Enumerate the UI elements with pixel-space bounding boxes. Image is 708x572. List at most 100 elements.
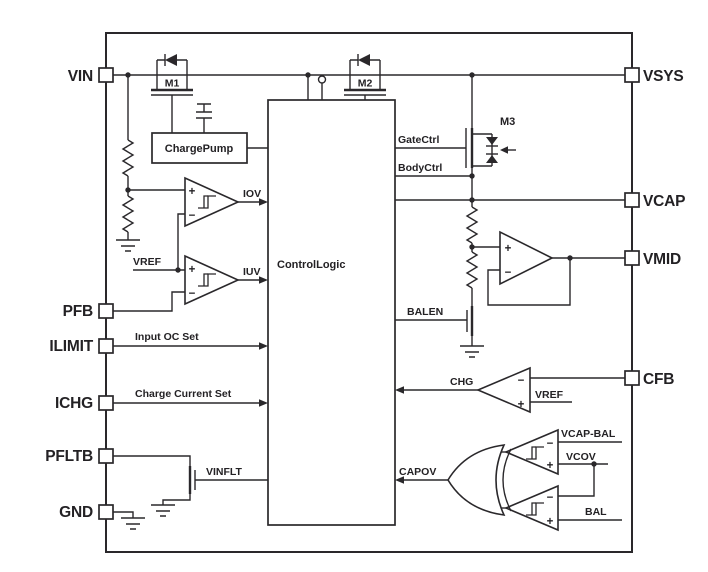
pin-ilimit [98, 338, 114, 354]
output-divider [465, 200, 500, 306]
or-gate-body [447, 444, 506, 516]
pin-vsys-label: VSYS [643, 68, 684, 85]
plus-sign: + [547, 516, 554, 528]
vref-net-left: VREF [133, 213, 185, 271]
iuv-label: IUV [243, 266, 261, 278]
iuv-comparator-body [184, 254, 240, 306]
m2-body-diode-icon [358, 54, 370, 66]
junction-dot [591, 461, 597, 467]
gate-bubble-icon [317, 75, 327, 84]
m3-body-diode-icon [486, 155, 498, 163]
capov-label: CAPOV [399, 466, 436, 478]
capov-gate: CAPOV [395, 444, 512, 516]
iuv-comparator: + − IUV [184, 254, 268, 306]
minus-sign: − [547, 438, 554, 450]
pfltb-fet: VINFLT [113, 455, 268, 517]
junction-dots [125, 72, 597, 467]
vref-left-label: VREF [133, 256, 162, 268]
plus-sign: + [505, 243, 512, 255]
resistor-icon [465, 206, 479, 244]
resistor-icon [465, 251, 479, 289]
charge-pump-label: ChargePump [165, 143, 234, 155]
gnd-net [113, 511, 146, 530]
pin-ichg-label: ICHG [55, 395, 93, 412]
chg-label: CHG [450, 376, 473, 388]
m1-body-diode-icon [165, 54, 177, 66]
m3-switch: GateCtrl BodyCtrl M3 [395, 75, 516, 200]
ground-icon [459, 345, 485, 358]
input-oc-set-label: Input OC Set [135, 331, 199, 343]
iov-comparator-body [184, 176, 240, 228]
pin-pfltb-label: PFLTB [45, 448, 93, 465]
iov-label: IOV [243, 188, 261, 200]
pin-cfb-label: CFB [643, 371, 674, 388]
m2-switch: M2 [344, 54, 386, 100]
xor-arc [502, 448, 512, 512]
pin-pfltb [98, 448, 114, 464]
vcov-branch-wire [558, 464, 595, 497]
m2-label: M2 [358, 78, 373, 90]
gatectrl-label: GateCtrl [398, 134, 440, 146]
control-logic-block [267, 99, 396, 526]
pin-vmid [624, 250, 640, 266]
junction-dot [175, 267, 181, 273]
ground-icon [150, 504, 176, 517]
control-logic-label: ControlLogic [277, 259, 345, 271]
bal-label: BAL [585, 506, 607, 518]
plus-sign: + [518, 399, 525, 411]
pins-left: VIN PFB ILIMIT ICHG PFLTB GND [45, 67, 114, 521]
junction-dot [567, 255, 573, 261]
m1-label: M1 [165, 78, 180, 90]
control-logic: ControlLogic [267, 99, 396, 526]
m1-switch: M1 [151, 54, 193, 133]
chg-comparator-body [475, 366, 531, 414]
plus-sign: + [547, 460, 554, 472]
vmid-buffer: + − [487, 230, 625, 306]
minus-sign: − [189, 210, 196, 222]
vcov-label: VCOV [566, 451, 596, 463]
iov-comparator: + − IOV [184, 176, 268, 228]
ground-icon [120, 517, 146, 530]
ilimit-net: Input OC Set [113, 331, 268, 350]
pin-ilimit-label: ILIMIT [49, 338, 93, 355]
pin-vcap-label: VCAP [643, 193, 685, 210]
feedback-wire [487, 258, 571, 306]
pin-ichg [98, 395, 114, 411]
balance-comparator-top: − + VCAP-BAL VCOV [500, 428, 622, 476]
charge-current-set-label: Charge Current Set [135, 388, 232, 400]
balance-comparator-bottom: − + BAL [500, 464, 622, 532]
vref-right-label: VREF [535, 389, 564, 401]
balen-label: BALEN [407, 306, 443, 318]
pin-pfb [98, 303, 114, 319]
arrowhead-icon [259, 399, 268, 407]
resistor-icon [121, 139, 135, 177]
ichg-net: Charge Current Set [113, 388, 268, 407]
minus-sign: − [547, 492, 554, 504]
pin-pfb-label: PFB [63, 303, 93, 320]
arrowhead-icon [259, 198, 268, 206]
pins-right: VSYS VCAP VMID CFB [624, 67, 685, 388]
vsys-rail [113, 74, 625, 100]
vmid-buffer-body [499, 230, 554, 286]
minus-sign: − [518, 375, 525, 387]
charge-pump: ChargePump [151, 132, 268, 164]
chip-border [105, 32, 633, 553]
balen-fet: BALEN [395, 306, 485, 358]
chg-comparator: − + VREF CHG [395, 366, 625, 414]
bodyctrl-label: BodyCtrl [398, 162, 442, 174]
junction-dot [469, 173, 475, 179]
arrowhead-icon [259, 342, 268, 350]
arrowhead-icon [395, 476, 404, 484]
pin-vin-label: VIN [68, 68, 93, 85]
pfb-net [113, 291, 185, 312]
junction-dot [469, 197, 475, 203]
resistor-icon [121, 195, 135, 233]
arrowhead-icon [259, 276, 268, 284]
junction-dot [305, 72, 311, 78]
ground-icon [115, 239, 141, 252]
junction-dot [469, 72, 475, 78]
minus-sign: − [505, 267, 512, 279]
junction-dot [125, 187, 131, 193]
